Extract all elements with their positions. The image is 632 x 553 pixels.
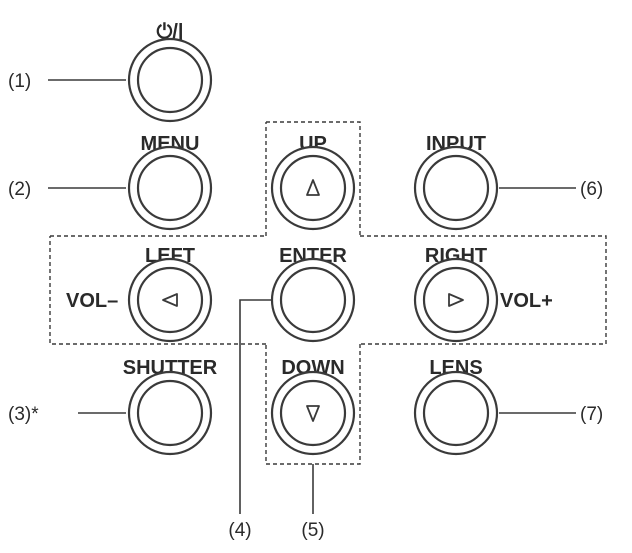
power-button[interactable] <box>127 37 213 123</box>
callout-6-label: (6) <box>580 179 603 200</box>
enter-button[interactable] <box>270 257 356 343</box>
power-key-label: ⏻/| <box>157 21 184 43</box>
callout-2-label: (2) <box>8 179 31 200</box>
right-key-group: RIGHT <box>413 245 499 343</box>
input-button[interactable] <box>413 145 499 231</box>
volume-plus-label: VOL+ <box>500 290 553 312</box>
vertical-dashed-group <box>265 121 361 465</box>
left-button[interactable] <box>127 257 213 343</box>
power-key-group: ⏻/| <box>127 21 213 123</box>
callout-5-label: (5) <box>301 520 324 541</box>
triangle-left-icon <box>162 293 178 307</box>
shutter-key-label: SHUTTER <box>123 357 218 379</box>
up-button[interactable] <box>270 145 356 231</box>
callout-7-label: (7) <box>580 404 603 425</box>
triangle-up-icon <box>306 179 320 196</box>
left-key-group: LEFT <box>127 245 213 343</box>
down-key-group: DOWN <box>270 357 356 456</box>
triangle-right-icon <box>448 293 464 307</box>
down-key-label: DOWN <box>281 357 344 379</box>
lens-key-group: LENS <box>413 357 499 456</box>
right-button[interactable] <box>413 257 499 343</box>
callout-4-label: (4) <box>228 520 251 541</box>
horizontal-dashed-group <box>49 235 607 345</box>
input-key-group: INPUT <box>413 133 499 231</box>
shutter-button[interactable] <box>127 370 213 456</box>
menu-key-group: MENU <box>127 133 213 231</box>
volume-minus-label: VOL– <box>66 290 118 312</box>
callout-4-leader <box>239 299 278 514</box>
menu-button[interactable] <box>127 145 213 231</box>
enter-key-group: ENTER <box>270 245 356 343</box>
up-key-group: UP <box>270 133 356 231</box>
callout-1-label: (1) <box>8 71 31 92</box>
shutter-key-group: SHUTTER <box>123 357 218 456</box>
down-button[interactable] <box>270 370 356 456</box>
lens-button[interactable] <box>413 370 499 456</box>
triangle-down-icon <box>306 405 320 422</box>
callout-3-label: (3)* <box>8 404 39 425</box>
